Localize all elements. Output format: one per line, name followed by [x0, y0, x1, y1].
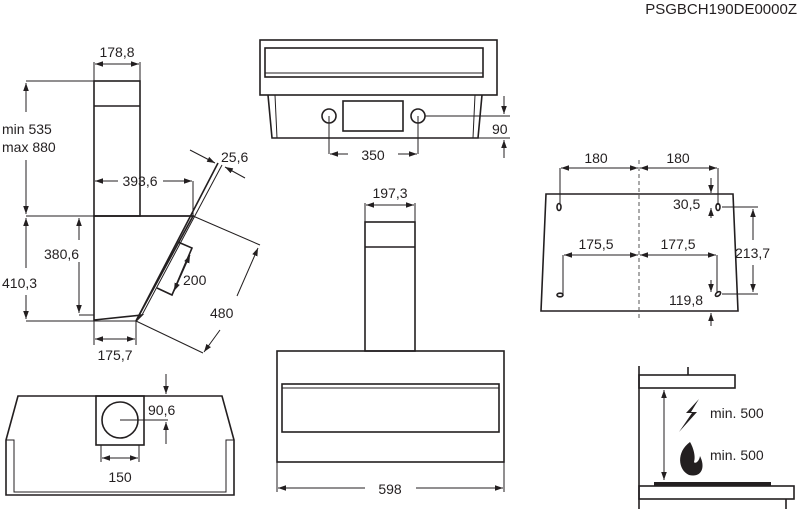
- dim-diagonal: 480: [210, 305, 234, 321]
- dim-height-max: max 880: [2, 139, 56, 155]
- dim-chimney-width: 178,8: [99, 44, 134, 60]
- clearance-diagram: min. 500 min. 500: [638, 366, 795, 509]
- dim-height-min: min 535: [2, 121, 52, 137]
- dim-inner-height: 380,6: [44, 246, 79, 262]
- dim-bottom-left: 175,5: [578, 236, 613, 252]
- chimney-side: [93, 80, 141, 217]
- front-view: 197,3 598: [276, 185, 505, 497]
- dim-glass-thickness: 25,6: [221, 149, 248, 165]
- product-code: PSGBCH190DE0000Z: [645, 1, 797, 18]
- dim-bottom-offset: 119,8: [669, 292, 703, 308]
- flame-icon: [680, 442, 703, 476]
- top-view: 350 90: [259, 39, 510, 163]
- dim-total-height: 410,3: [2, 275, 37, 291]
- dim-top-right: 180: [666, 150, 690, 166]
- dim-top-left: 180: [584, 150, 608, 166]
- dim-outlet-width: 150: [108, 469, 132, 485]
- dim-outlet-offset: 90,6: [148, 402, 175, 418]
- dim-bottom-depth: 175,7: [97, 347, 132, 363]
- side-view: 178,8 min 535 max 880 393,6 25,6 410,3 3…: [2, 44, 261, 363]
- dim-hole-offset: 90: [492, 121, 508, 137]
- dim-depth: 393,6: [122, 173, 157, 189]
- dim-top-offset: 30,5: [673, 196, 700, 212]
- dim-total-width: 598: [378, 481, 402, 497]
- clearance-electric: min. 500: [710, 405, 764, 421]
- dim-panel: 200: [183, 272, 207, 288]
- dim-hole-spacing: 350: [361, 147, 385, 163]
- mounting-template: 180 180 30,5 175,5 177,5 213,7 119,8: [540, 150, 770, 326]
- dim-vertical: 213,7: [735, 245, 770, 261]
- lightning-icon: [679, 399, 699, 432]
- dim-bottom-right: 177,5: [660, 236, 695, 252]
- dim-front-chimney-width: 197,3: [372, 185, 407, 201]
- bottom-view: 90,6 150: [5, 374, 235, 496]
- clearance-gas: min. 500: [710, 447, 764, 463]
